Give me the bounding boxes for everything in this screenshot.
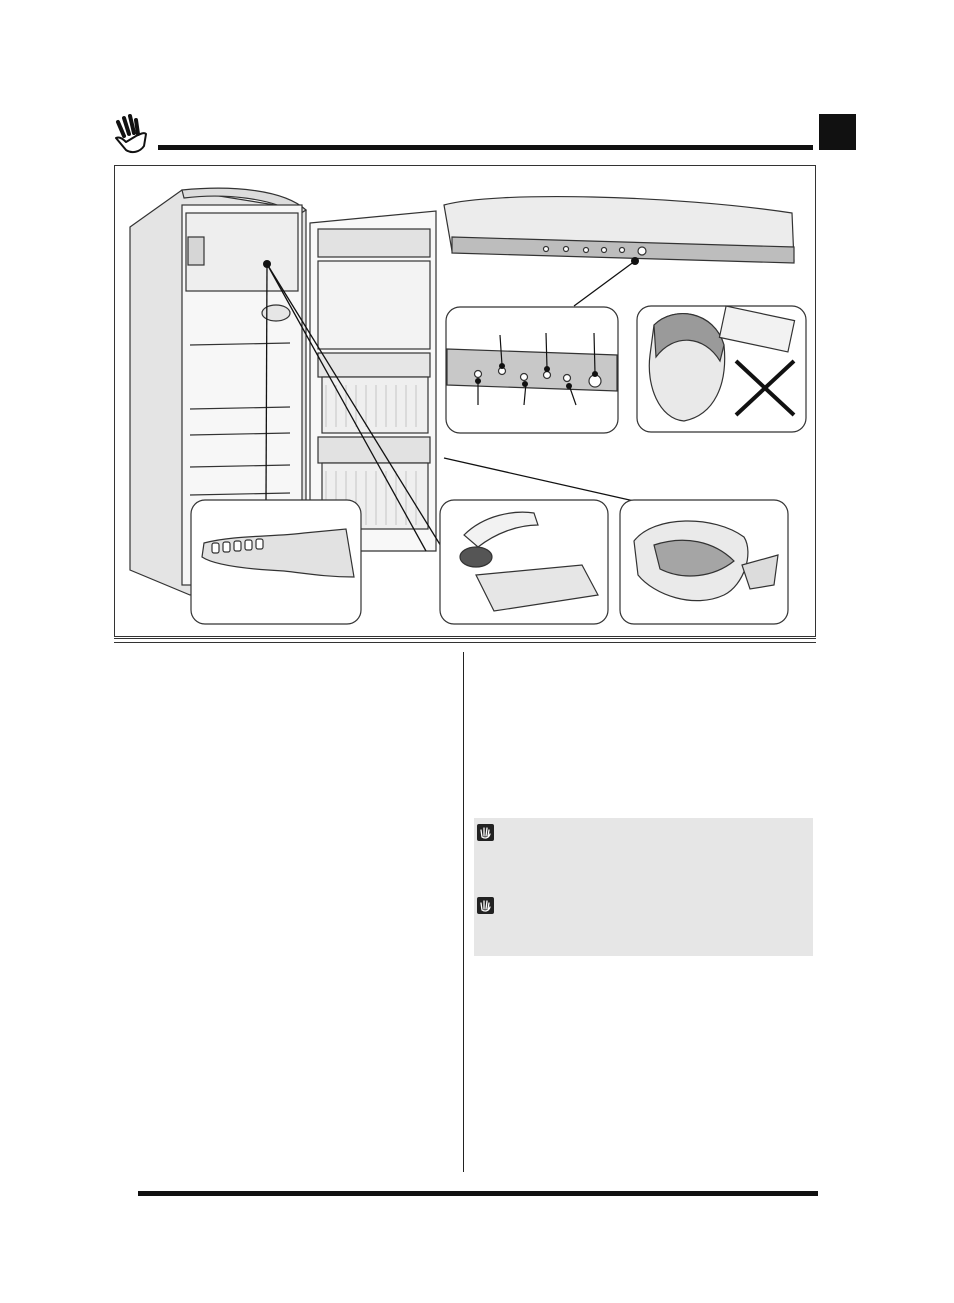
control-strip-icon: [444, 197, 794, 263]
header-rule: [158, 145, 813, 150]
footer-rule: [138, 1191, 818, 1196]
hand-note-icon: [477, 824, 494, 841]
filling-tray-inset: [440, 500, 608, 624]
column-divider: [463, 652, 464, 1172]
child-warning-inset: [637, 306, 806, 432]
corner-tab: [819, 114, 856, 150]
hand-note-icon: [477, 897, 494, 914]
control-panel-inset: [446, 307, 618, 433]
wrapped-fish-inset: [620, 500, 788, 624]
note-box: [474, 818, 813, 956]
figure-underline-double: [114, 642, 816, 643]
refrigerator-illustration: [114, 165, 816, 637]
hand-icon: [110, 112, 154, 156]
ice-scraper-inset: [191, 500, 361, 624]
figure-underline: [114, 638, 816, 639]
